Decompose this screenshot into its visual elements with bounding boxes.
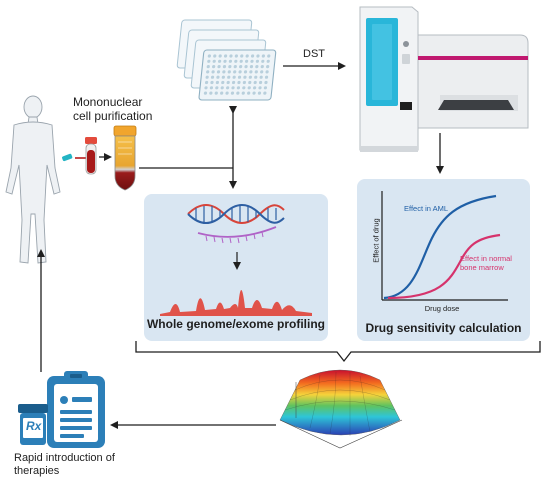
dose-response-chart	[381, 191, 508, 301]
falcon-tube-icon	[113, 125, 137, 191]
dst-label: DST	[303, 48, 325, 60]
series-aml-label: Effect in AML	[404, 204, 449, 213]
pill-bottle-rx-label: Rx	[26, 419, 42, 433]
dna-helix-icon	[187, 204, 285, 224]
blood-tube-icon	[85, 137, 97, 175]
pill-bottle-icon	[18, 404, 48, 445]
genome-profiling-label: Whole genome/exome profiling	[146, 317, 325, 331]
clipboard-icon	[47, 371, 105, 448]
chart-xlabel: Drug dose	[424, 304, 460, 313]
person-icon	[5, 95, 61, 264]
drug-sensitivity-label: Drug sensitivity calculation	[365, 321, 522, 335]
iv-bandage-icon	[62, 153, 73, 162]
rapid-intro-label: Rapid introduction of therapies	[14, 452, 115, 477]
merge-bracket	[135, 341, 541, 363]
series-normal-line	[387, 233, 501, 300]
series-normal-label: Effect in normal bone marrow	[460, 254, 512, 272]
surface-plot-icon	[279, 369, 403, 449]
rna-strand-icon	[197, 226, 277, 244]
chart-ylabel: Effect of drug	[371, 218, 381, 263]
genome-profile-icon	[160, 290, 312, 316]
purification-label: Mononuclear cell purification	[73, 95, 153, 123]
dst-machine-icon	[359, 6, 529, 152]
well-plate-stack-icon	[176, 19, 277, 101]
series-aml-line	[383, 194, 497, 300]
